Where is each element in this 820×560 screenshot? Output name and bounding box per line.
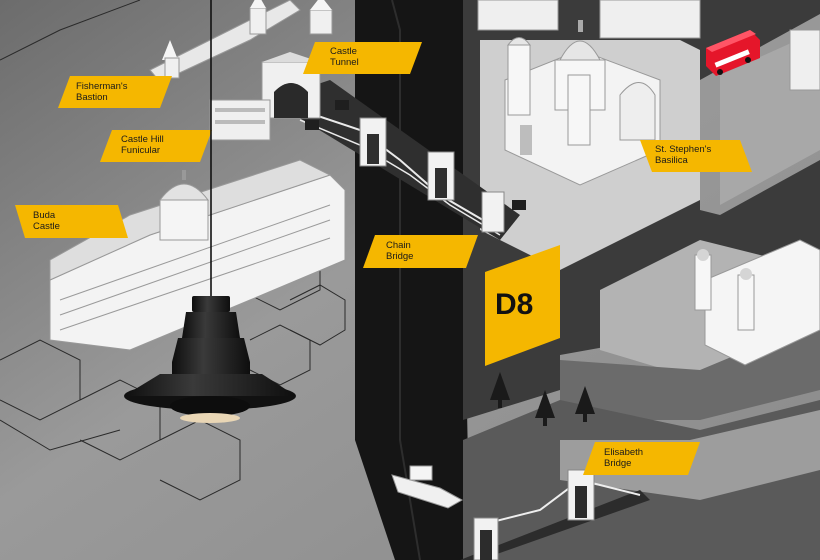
red-bus-illustration [706,30,760,76]
tag-elisabeth-bridge [583,442,700,475]
tag-castle-tunnel [303,42,422,74]
label-castle-tunnel: Castle Tunnel [330,46,359,68]
trees-illustration [490,372,595,426]
castle-tunnel-illustration [261,52,321,119]
label-buda-castle: Buda Castle [33,210,60,232]
tag-fishermans-bastion [58,76,172,108]
label-fishermans-bastion: Fisherman's Bastion [76,81,128,103]
tag-buda-castle [15,205,128,238]
label-elisabeth-bridge: Elisabeth Bridge [604,447,644,469]
yellow-label-tags [15,42,752,475]
lamp-bulb-glow [180,413,240,423]
pendant-lamp [124,0,296,423]
elisabeth-bridge-illustration [460,469,650,560]
boat-illustration [391,465,464,509]
top-buildings [477,0,820,91]
tag-chain-bridge [363,235,478,268]
buda-castle-illustration [49,159,346,351]
tag-d8-sign [485,245,560,366]
label-castle-hill-funicular: Castle Hill Funicular [121,134,164,156]
sign-code-d8: D8 [495,288,534,321]
tag-st-stephens-basilica [640,140,752,172]
chain-bridge-illustration [270,80,520,240]
basilica-illustration [504,20,661,186]
label-st-stephens-basilica: St. Stephen's Basilica [655,144,712,166]
cars-illustration [305,100,526,210]
tag-castle-hill-funicular [100,130,212,162]
label-chain-bridge: Chain Bridge [386,240,414,262]
church-illustration [694,239,820,366]
